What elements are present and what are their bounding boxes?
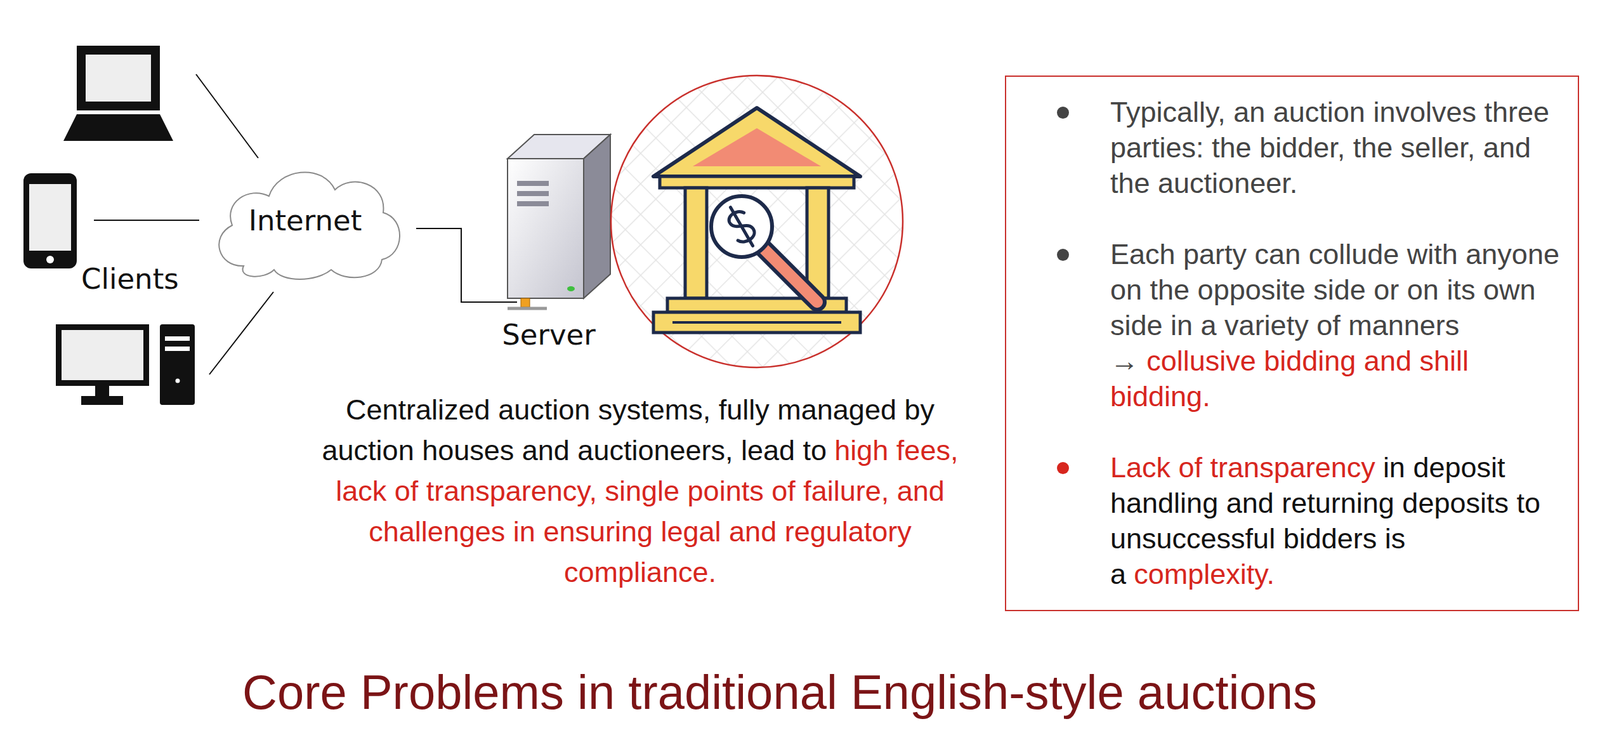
bullet-item: Each party can collude with anyone on th… xyxy=(1110,236,1566,415)
node-label: Internet xyxy=(248,203,363,238)
cloud-shape xyxy=(218,171,400,280)
server-icon xyxy=(507,134,611,309)
bullet-text: Lack of transparency xyxy=(1110,451,1376,484)
clients-label: Clients xyxy=(81,261,209,297)
server-label: Server xyxy=(485,317,613,353)
problem-list-box: Typically, an auction involves three par… xyxy=(1004,75,1580,611)
bullet-text: collusive bidding and shill bidding. xyxy=(1110,344,1469,413)
bullet-dot xyxy=(1056,106,1069,119)
bullet-dot xyxy=(1056,248,1069,261)
bullet-item: Typically, an auction involves three par… xyxy=(1110,94,1566,202)
laptop-icon xyxy=(63,45,174,141)
auction-house-icon xyxy=(610,75,903,368)
bullet-text: complexity. xyxy=(1133,557,1275,591)
bullet-item: Lack of transparencyin deposit handling … xyxy=(1110,449,1566,592)
bullet-text: Typically, an auction involves three par… xyxy=(1110,95,1550,200)
internet-cloud: Internet xyxy=(204,157,407,283)
caption-paragraph: Centralized auction systems, fully manag… xyxy=(300,389,980,593)
bullet-dot xyxy=(1056,461,1069,474)
slide-title: Core Problems in traditional English-sty… xyxy=(0,663,1560,721)
phone-icon xyxy=(23,173,77,269)
desktop-icon xyxy=(55,324,195,405)
